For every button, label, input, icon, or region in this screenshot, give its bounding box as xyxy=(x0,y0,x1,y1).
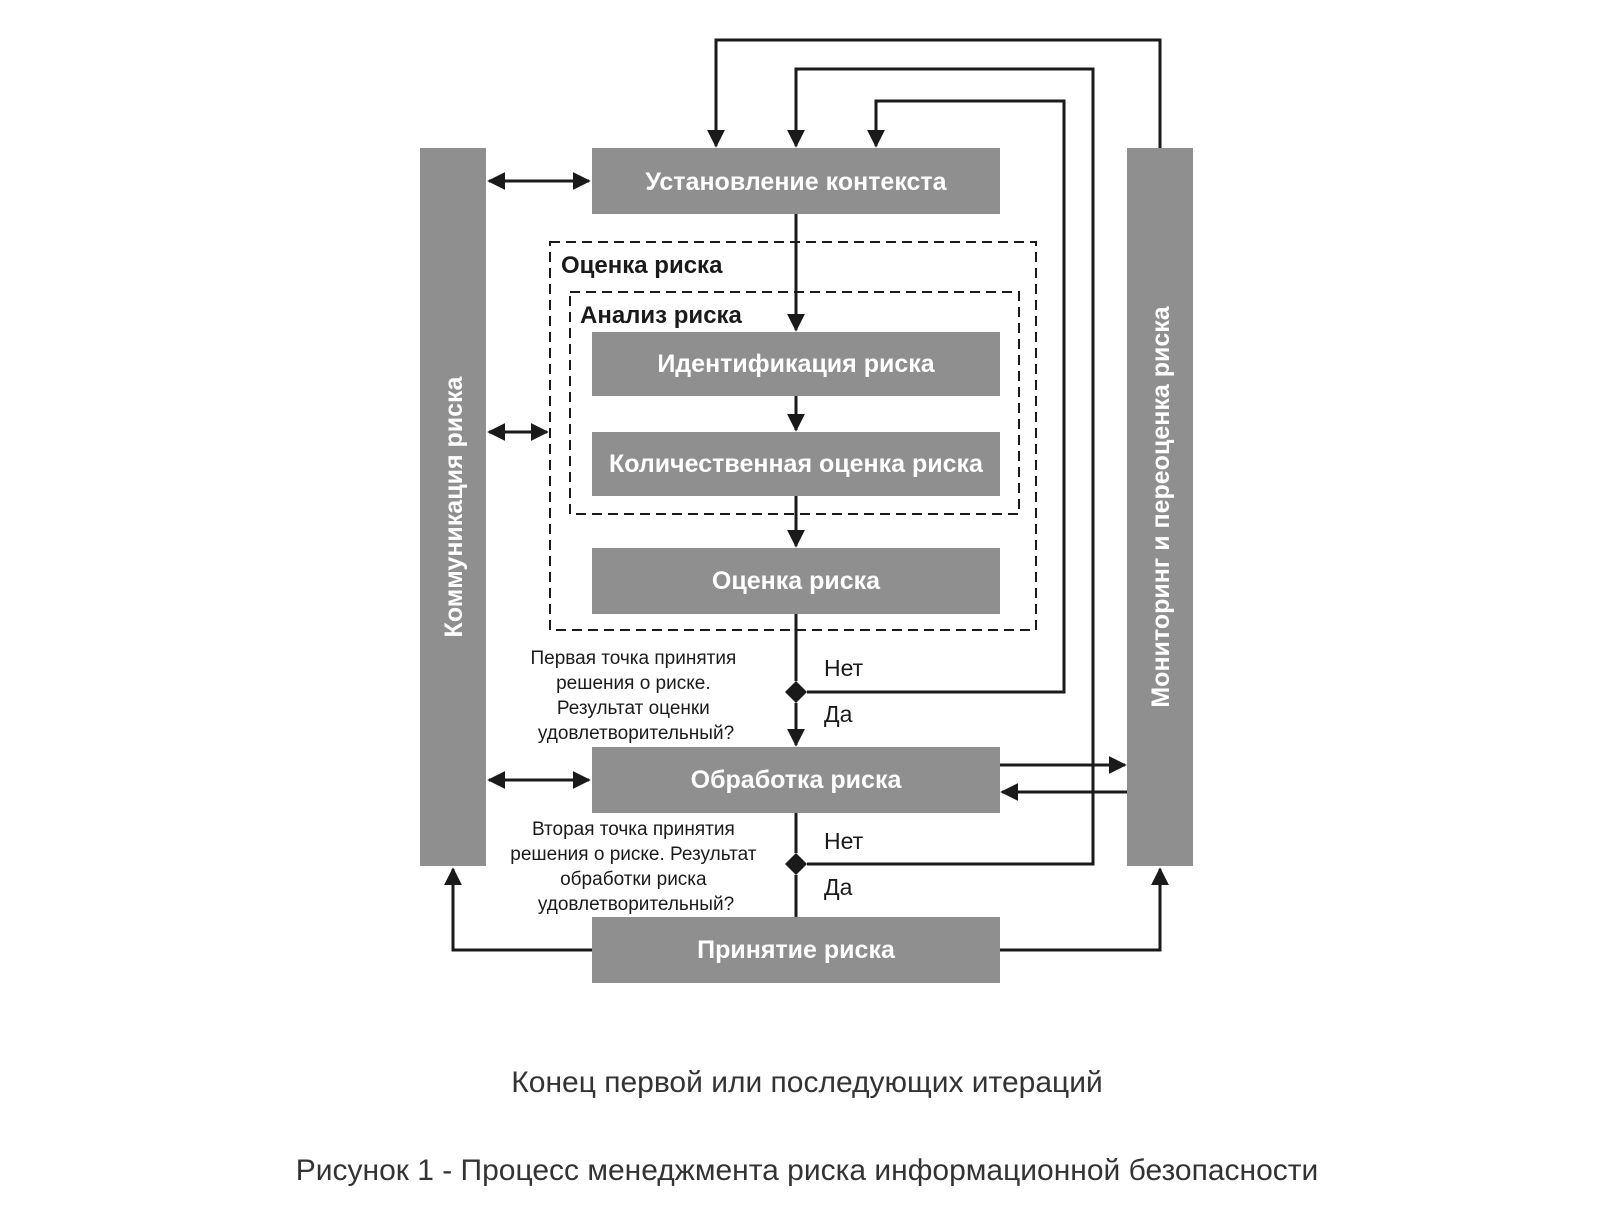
decision1-diamond xyxy=(785,681,807,703)
risk-management-diagram: Оценка риска Анализ риска Коммуникация р… xyxy=(420,38,1193,983)
evaluation-box xyxy=(592,548,1000,614)
decision2-question: Вторая точка принятия решения о риске. Р… xyxy=(510,819,761,915)
identification-box xyxy=(592,332,1000,396)
arrow-acceptance-to-monitoring xyxy=(1000,867,1169,952)
quantitative-label: Количественная оценка риска xyxy=(609,450,984,478)
quantitative-box xyxy=(592,432,1000,496)
end-iteration-caption: Конец первой или последующих итераций xyxy=(511,1066,1103,1099)
loop-monitoring-to-context xyxy=(707,38,1162,148)
arrow-acceptance-to-communication xyxy=(444,867,592,952)
context-label: Установление контекста xyxy=(645,168,947,196)
analysis-frame-label: Анализ риска xyxy=(580,302,743,329)
loop-decision2-no-to-context xyxy=(787,67,1095,866)
assessment-frame xyxy=(549,241,1037,631)
monitoring-label: Мониторинг и переоценка риска xyxy=(1147,305,1175,707)
decision2-yes-label: Да xyxy=(824,874,853,900)
decision1-question: Первая точка принятия решения о риске. Р… xyxy=(530,648,741,744)
figure-caption: Рисунок 1 - Процесс менеджмента риска ин… xyxy=(295,1154,1319,1187)
communication-box xyxy=(420,148,486,866)
acceptance-box xyxy=(592,917,1000,983)
decision1-no-label: Нет xyxy=(824,655,864,681)
treatment-label: Обработка риска xyxy=(691,766,903,794)
decision1-line-4: удовлетворительный? xyxy=(538,723,734,744)
assessment-frame-label: Оценка риска xyxy=(561,252,723,279)
decision1-line-3: Результат оценки xyxy=(557,698,710,719)
monitoring-box xyxy=(1127,148,1193,866)
acceptance-label: Принятие риска xyxy=(697,936,896,964)
decision2-diamond xyxy=(785,853,807,875)
decision2-line-1: Вторая точка принятия xyxy=(532,819,735,840)
communication-label: Коммуникация риска xyxy=(440,375,468,637)
decision2-line-4: удовлетворительный? xyxy=(538,894,734,915)
decision2-no-label: Нет xyxy=(824,828,864,854)
evaluation-label: Оценка риска xyxy=(712,567,881,595)
decision1-line-1: Первая точка принятия xyxy=(530,648,736,669)
decision2-line-3: обработки риска xyxy=(560,869,707,890)
context-box xyxy=(592,148,1000,214)
decision2-line-2: решения о риске. Результат xyxy=(510,844,757,865)
identification-label: Идентификация риска xyxy=(657,350,935,378)
loop-decision1-no-to-identification xyxy=(807,99,1066,694)
treatment-box xyxy=(592,747,1000,813)
decision1-yes-label: Да xyxy=(824,701,853,727)
decision1-line-2: решения о риске. xyxy=(556,673,711,694)
